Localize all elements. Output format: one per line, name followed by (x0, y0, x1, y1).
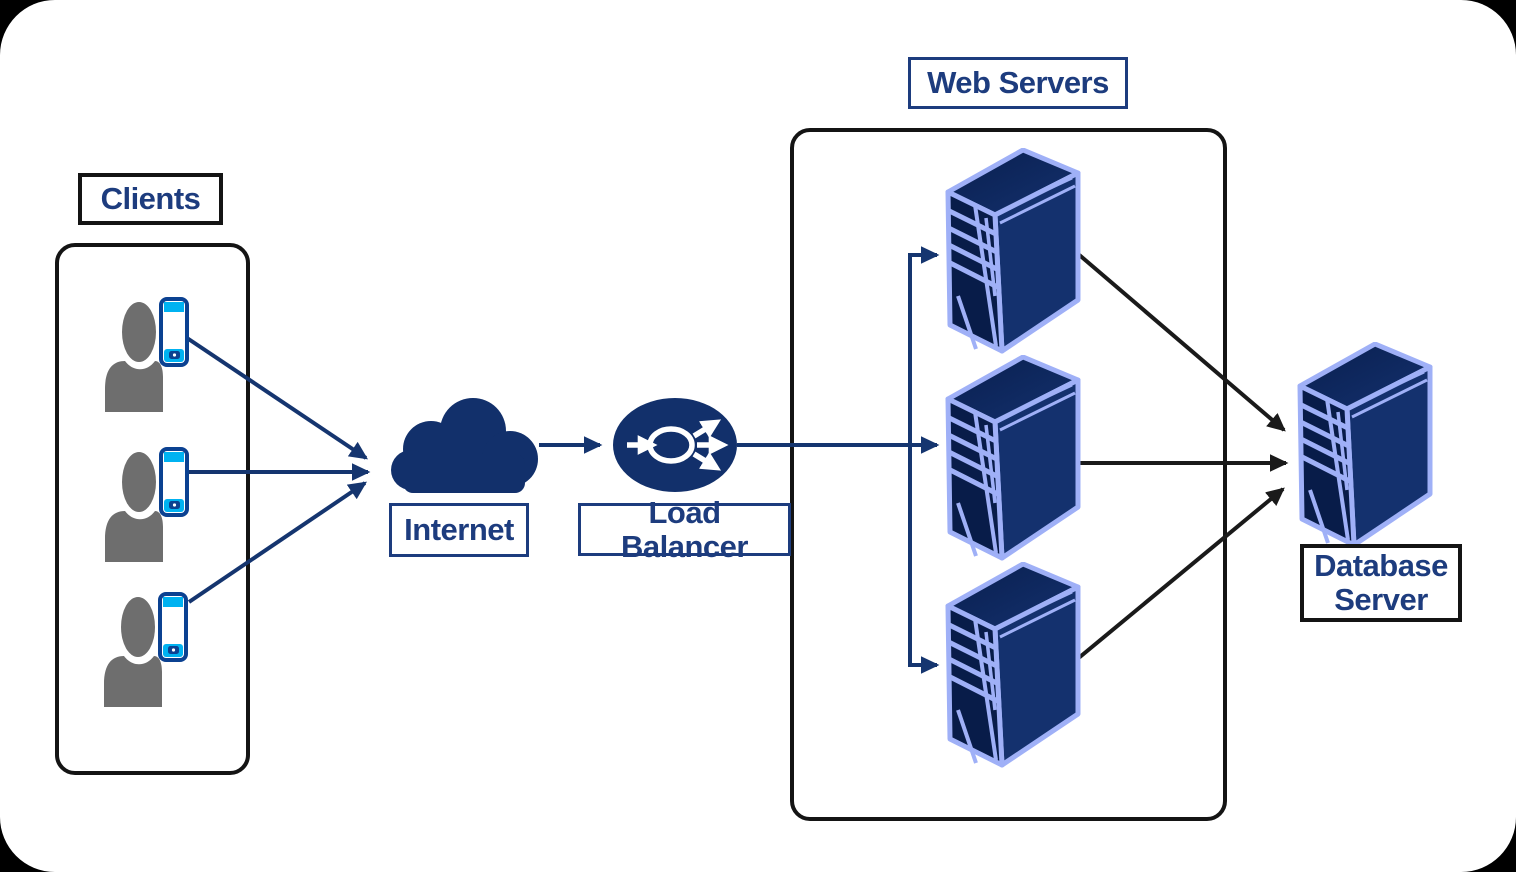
web-server-tower-icon (945, 562, 1081, 768)
load-balancer-label-text: Load Balancer (621, 494, 748, 564)
load-balancer-label: Load Balancer (578, 495, 791, 563)
web-servers-label: Web Servers (908, 57, 1128, 109)
edge-loadbalancer-webserver3 (908, 445, 940, 674)
client-user-phone-icon (99, 592, 189, 712)
database-server-label: Database Server (1300, 544, 1462, 622)
web-server-tower-icon (945, 355, 1081, 561)
web-servers-group-container (790, 128, 1227, 821)
edge-client1-internet (185, 336, 368, 460)
web-servers-label-text: Web Servers (927, 65, 1109, 100)
edge-webserver3-database (1073, 487, 1285, 663)
internet-label: Internet (389, 503, 529, 557)
database-server-label-text: Database Server (1314, 548, 1448, 617)
clients-group-container (55, 243, 250, 775)
web-server-tower-icon (945, 148, 1081, 354)
internet-cloud-icon (385, 396, 540, 496)
edge-client3-internet (187, 481, 367, 604)
clients-label-text: Clients (100, 181, 201, 216)
edge-loadbalancer-webserver1 (908, 246, 940, 445)
client-user-phone-icon (100, 447, 190, 567)
client-user-phone-icon (100, 297, 190, 417)
edge-webserver1-database (1075, 251, 1286, 432)
load-balancer-icon (613, 398, 737, 492)
database-server-tower-icon (1297, 342, 1433, 548)
clients-label: Clients (78, 173, 223, 225)
internet-label-text: Internet (404, 512, 514, 547)
